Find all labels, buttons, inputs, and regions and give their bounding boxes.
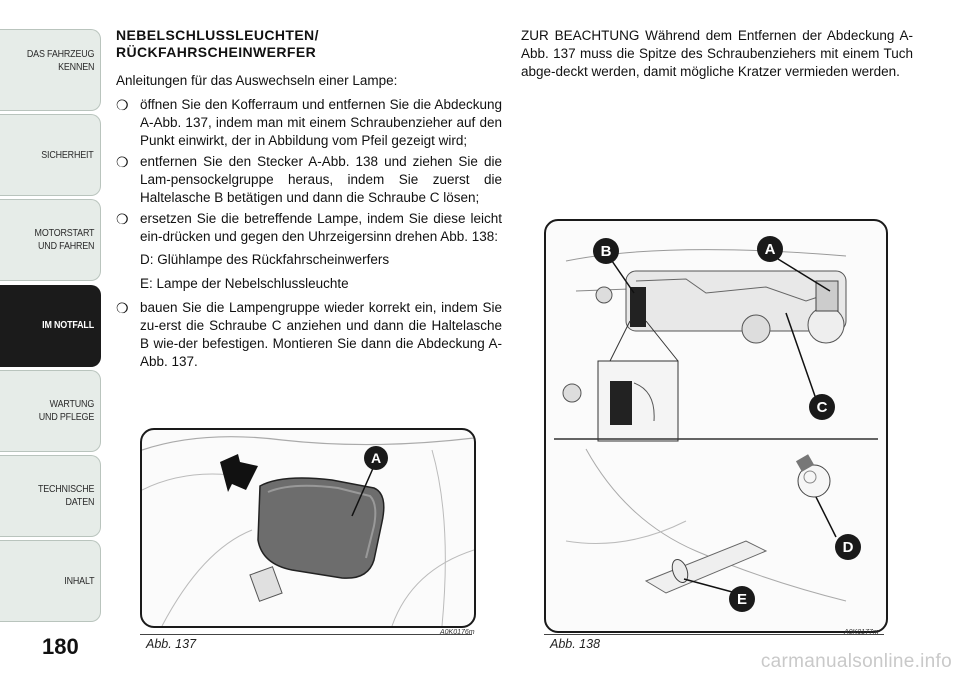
bullet-icon: ❍	[116, 97, 129, 113]
tab-motorstart-und-fahren[interactable]: MOTORSTART UND FAHREN	[0, 199, 101, 281]
figure-138-caption: Abb. 138	[550, 637, 601, 651]
figure-138-code: A0K0177m	[844, 629, 879, 636]
list-item: ❍ersetzen Sie die betreffende Lampe, ind…	[116, 211, 502, 244]
callout-b-label: B	[601, 243, 612, 260]
intro-text: Anleitungen für das Auswechseln einer La…	[116, 73, 398, 88]
section-heading: NEBELSCHLUSSLEUCHTEN/ RÜCKFAHRSCHEINWERF…	[116, 27, 319, 60]
callout-a-label: A	[371, 450, 381, 466]
tab-im-notfall[interactable]: IM NOTFALL	[0, 285, 101, 367]
figure-137-illustration: A	[142, 436, 474, 626]
bullet-icon: ❍	[116, 154, 129, 170]
list-item: ❍entfernen Sie den Stecker A-Abb. 138 un…	[116, 154, 502, 205]
figure-138-illustration: B A C D E	[554, 236, 878, 612]
callout-e-label: E	[737, 591, 747, 608]
tab-technische-daten[interactable]: TECHNISCHE DATEN	[0, 455, 101, 537]
figure-137-rule	[140, 634, 472, 635]
page-number: 180	[42, 634, 79, 659]
callout-a-marker	[757, 236, 783, 262]
lamp-e-label: E: Lampe der Nebelschlussleuchte	[140, 276, 349, 291]
tab-wartung-und-pflege[interactable]: WARTUNG UND PFLEGE	[0, 370, 101, 452]
figure-138: B A C D E	[544, 219, 888, 633]
figure-138-rule	[544, 634, 884, 635]
callout-c-marker	[809, 394, 835, 420]
list-item: ❍öffnen Sie den Kofferraum und entfernen…	[116, 97, 502, 148]
callout-e-marker	[729, 586, 755, 612]
tab-inhalt[interactable]: INHALT	[0, 540, 101, 622]
callout-c-label: C	[817, 399, 828, 416]
caution-note: ZUR BEACHTUNG Während dem Entfernen der …	[521, 28, 913, 79]
list-item: ❍bauen Sie die Lampengruppe wieder korre…	[116, 300, 502, 369]
tab-sicherheit[interactable]: SICHERHEIT	[0, 114, 101, 196]
figure-137-caption: Abb. 137	[146, 637, 197, 651]
bullet-icon: ❍	[116, 300, 129, 316]
instruction-list: ❍öffnen Sie den Kofferraum und entfernen…	[116, 96, 502, 374]
figure-137-code: A0K0176m	[440, 629, 475, 636]
watermark: carmanualsonline.info	[760, 651, 952, 672]
tab-das-fahrzeug-kennen[interactable]: DAS FAHRZEUG KENNEN	[0, 29, 101, 111]
callout-b-marker	[593, 238, 619, 264]
callout-a-label: A	[765, 241, 776, 258]
bullet-icon: ❍	[116, 211, 129, 227]
lamp-d-label: D: Glühlampe des Rückfahrscheinwerfers	[140, 252, 390, 267]
callout-a-marker	[364, 446, 388, 470]
callout-d-marker	[835, 534, 861, 560]
figure-137: A	[140, 428, 476, 628]
callout-d-label: D	[843, 539, 854, 556]
